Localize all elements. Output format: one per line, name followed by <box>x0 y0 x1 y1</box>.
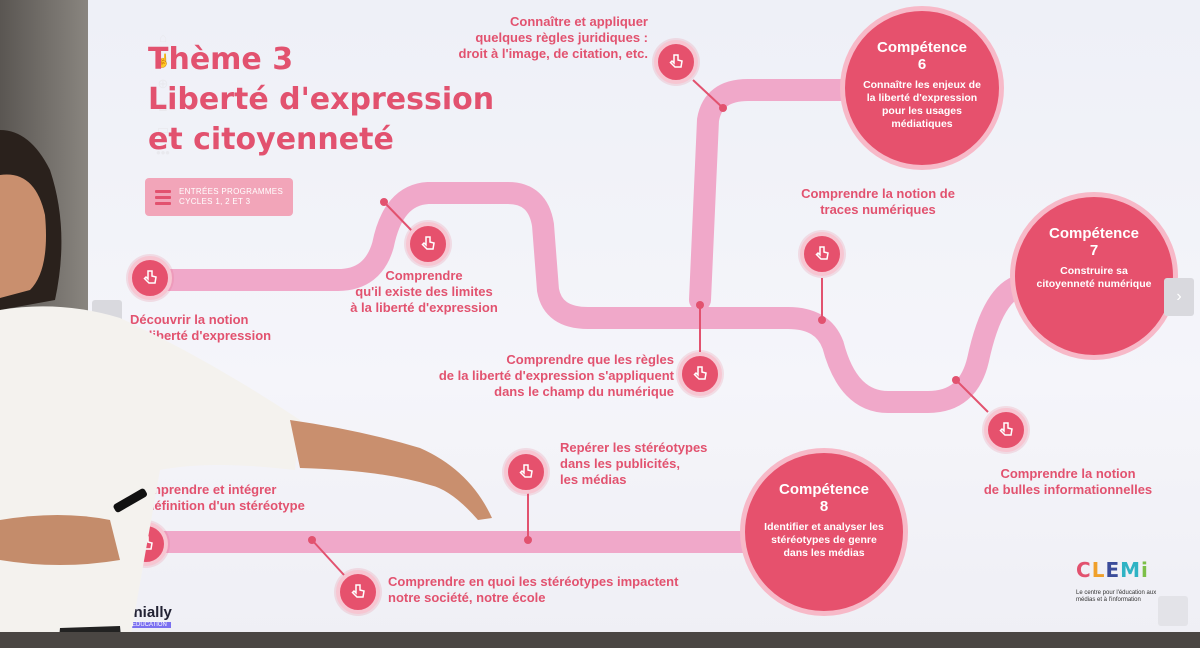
label-line: quelques règles juridiques : <box>475 30 648 45</box>
label-line: Comprendre la notion <box>1000 466 1136 481</box>
label-line: Connaître et appliquer <box>510 14 648 29</box>
logo-letter: E <box>1105 558 1121 582</box>
competence-7[interactable]: Compétence 7 Construire sa citoyenneté n… <box>1010 192 1178 360</box>
clemi-subtitle: Le centre pour l'éducation aux médias et… <box>1076 590 1157 603</box>
label-traces: Comprendre la notion de traces numérique… <box>778 186 978 218</box>
competence-8[interactable]: Compétence 8 Identifier et analyser les … <box>740 448 908 616</box>
competence-number: 6 <box>917 56 927 73</box>
node-decouvrir[interactable] <box>128 256 172 300</box>
label-line: dans le champ du numérique <box>494 384 674 399</box>
node-regles-numerique[interactable] <box>678 352 722 396</box>
node-stereotypes-pub[interactable] <box>504 450 548 494</box>
logo-letter: C <box>1076 558 1092 582</box>
label-line: Comprendre que les règles <box>506 352 674 367</box>
label-bulles: Comprendre la notion de bulles informati… <box>968 466 1168 498</box>
title-line-3: et citoyenneté <box>148 122 394 157</box>
label-stereotype-def: Comprendre et intégrer la définition d'u… <box>132 482 305 514</box>
competence-title: Compétence <box>876 39 968 56</box>
presenter <box>0 130 492 648</box>
label-line: Comprendre en quoi les stéréotypes impac… <box>388 574 679 589</box>
genially-subtitle: EDUCATION <box>128 622 171 628</box>
touch-icon <box>999 422 1013 436</box>
label-impact: Comprendre en quoi les stéréotypes impac… <box>388 574 678 606</box>
label-line: notre société, notre école <box>388 590 546 605</box>
camera-icon[interactable]: ◙ <box>159 98 167 114</box>
zoom-icon[interactable]: ⊕ <box>157 75 169 91</box>
touch-icon <box>519 464 533 478</box>
competence-desc: Connaître les enjeux de la liberté d'exp… <box>863 79 981 130</box>
room-floor <box>0 632 1200 648</box>
label-juridique: Connaître et appliquer quelques règles j… <box>406 14 648 62</box>
slide-title: Thème 3 Liberté d'expression et citoyenn… <box>148 40 494 160</box>
label-line: Comprendre <box>385 268 463 283</box>
fullscreen-button[interactable] <box>1158 596 1188 626</box>
title-line-2: Liberté d'expression <box>148 82 495 117</box>
label-line: de la liberté d'expression s'appliquent <box>438 368 674 383</box>
label-line: de bulles informationnelles <box>983 482 1153 497</box>
programmes-line-2: CYCLES 1, 2 ET 3 <box>179 197 251 206</box>
node-impact[interactable] <box>336 570 380 614</box>
label-line: de liberté d'expression <box>130 328 272 343</box>
road-path <box>137 79 1034 576</box>
competence-title: Compétence <box>1048 225 1140 242</box>
touch-icon <box>421 236 435 250</box>
more-icon[interactable]: ••• <box>156 144 170 160</box>
touch-icon <box>351 584 365 598</box>
programmes-button[interactable]: ENTRÉES PROGRAMMES CYCLES 1, 2 ET 3 <box>145 178 293 216</box>
screen-icon[interactable]: ▭ <box>156 121 170 137</box>
label-limites: Comprendre qu'il existe des limites à la… <box>324 268 524 316</box>
touch-icon <box>143 270 157 284</box>
title-line-1: Thème 3 <box>148 42 294 77</box>
next-slide-button[interactable]: › <box>1164 278 1194 316</box>
menu-icon <box>155 189 171 205</box>
node-bulles[interactable] <box>984 408 1028 452</box>
touch-icon <box>669 54 683 68</box>
label-regles-numerique: Comprendre que les règles de la liberté … <box>384 352 674 400</box>
node-traces[interactable] <box>800 232 844 276</box>
competence-desc: Construire sa citoyenneté numérique <box>1036 265 1152 290</box>
node-juridique[interactable] <box>654 40 698 84</box>
label-line: Découvrir la notion <box>130 312 249 327</box>
label-line: Comprendre et intégrer <box>132 482 277 497</box>
touch-icon <box>815 246 829 260</box>
label-decouvrir: Découvrir la notion de liberté d'express… <box>130 312 271 344</box>
label-line: à la liberté d'expression <box>350 300 498 315</box>
programmes-line-1: ENTRÉES PROGRAMMES <box>179 187 284 196</box>
projected-slide: ⌂ ☝ ⊕ ◙ ▭ ••• Thème 3 Liberté d'expressi… <box>88 0 1200 638</box>
competence-desc: Identifier et analyser les stéréotypes d… <box>764 521 884 559</box>
competence-number: 8 <box>819 498 829 515</box>
label-stereotypes-pub: Repérer les stéréotypes dans les publici… <box>560 440 707 488</box>
label-line: Comprendre la notion de <box>801 186 955 201</box>
label-line: traces numériques <box>820 202 936 217</box>
label-line: les médias <box>560 472 627 487</box>
clemi-logo: CLEMi <box>1076 558 1149 582</box>
competence-number: 7 <box>1089 242 1099 259</box>
node-limites[interactable] <box>406 222 450 266</box>
home-icon[interactable]: ⌂ <box>159 29 167 45</box>
logo-letter: L <box>1091 558 1106 582</box>
label-line: droit à l'image, de citation, etc. <box>458 46 648 61</box>
slide-toolbar: ⌂ ☝ ⊕ ◙ ▭ ••• <box>150 28 176 161</box>
logo-letter: M <box>1120 558 1142 582</box>
label-line: la définition d'un stéréotype <box>132 498 305 513</box>
label-line: dans les publicités, <box>560 456 680 471</box>
competence-6[interactable]: Compétence 6 Connaître les enjeux de la … <box>840 6 1004 170</box>
touch-icon <box>693 366 707 380</box>
touch-icon[interactable]: ☝ <box>154 52 172 68</box>
label-line: qu'il existe des limites <box>355 284 493 299</box>
label-line: Repérer les stéréotypes <box>560 440 708 455</box>
competence-title: Compétence <box>778 481 870 498</box>
logo-letter: i <box>1141 558 1149 582</box>
